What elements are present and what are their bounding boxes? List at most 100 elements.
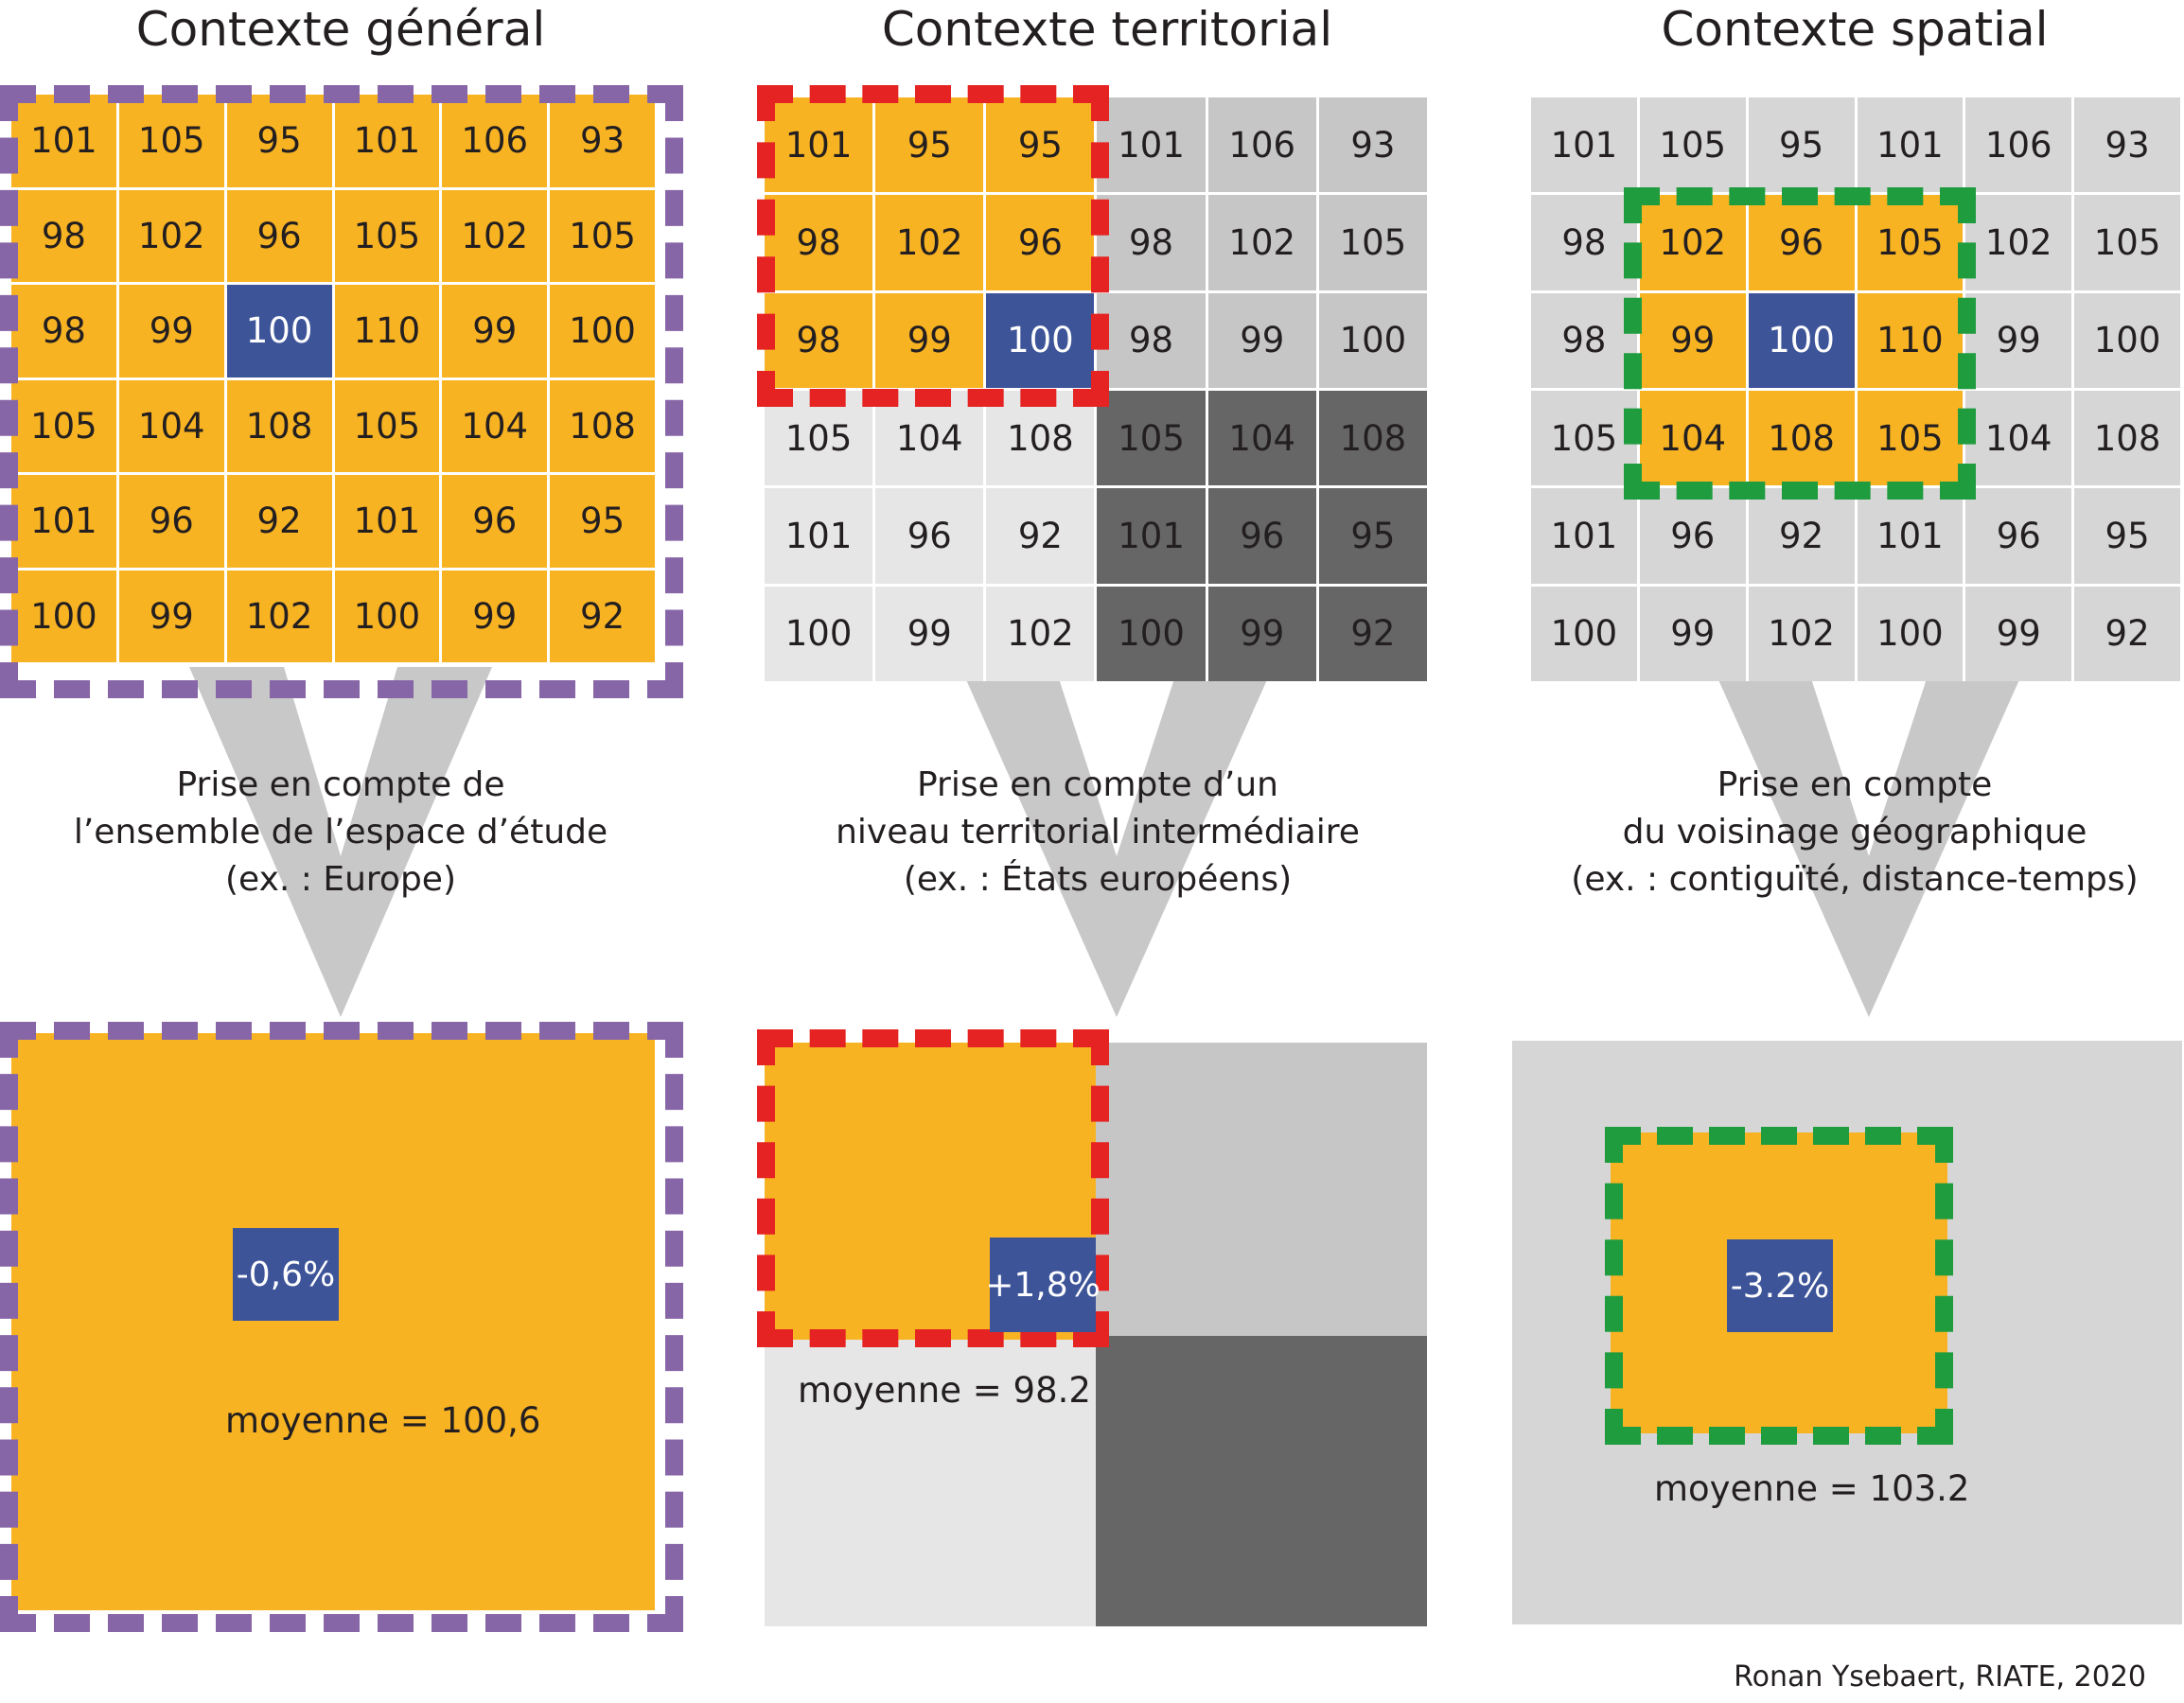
grid-cell: 102 [118,189,224,282]
funnel-arrow-general [189,667,492,1017]
grid-cell: 104 [442,379,548,472]
grid-cell: 105 [765,391,873,486]
grid-cell: 101 [765,97,873,193]
grid-cell: 105 [334,379,440,472]
grid-cell: 104 [1207,391,1316,486]
grid-cell: 101 [1857,488,1964,584]
caption-spatial-line2: du voisinage géographique [1622,813,2087,852]
grid-cell: 102 [1748,586,1855,681]
grid-cell: 96 [442,475,548,568]
grid-cell: 106 [442,95,548,187]
caption-territorial-line1: Prise en compte d’un [916,765,1278,804]
grid-cell: 96 [1639,488,1746,584]
zone-bottom-left [765,1340,1096,1626]
grid-cell: 99 [1965,292,2072,388]
grid-cell: 105 [550,189,655,282]
grid-cell: 105 [1857,195,1964,290]
title-contexte-general: Contexte général [135,2,546,57]
caption-general-line2: l’ensemble de l’espace d’étude [73,813,608,852]
grid-cell: 99 [118,285,224,377]
caption-general: Prise en compte de l’ensemble de l’espac… [47,762,634,904]
grid-cell: 96 [226,189,332,282]
funnel-arrow-spatial [1713,667,2025,1017]
grid-cell: 98 [1531,195,1637,290]
grid-cell: 92 [1318,586,1427,681]
grid-cell: 100 [765,586,873,681]
grid-cell: 98 [11,285,116,377]
grid-cell: 105 [1639,97,1746,193]
grid-cell: 92 [2074,586,2180,681]
caption-general-line1: Prise en compte de [176,765,505,804]
caption-spatial-line1: Prise en compte [1717,765,1993,804]
caption-spatial-line3: (ex. : contiguïté, distance-temps) [1571,860,2139,899]
grid-cell: 102 [226,570,332,662]
grid-cell: 105 [2074,195,2180,290]
grid-cell: 101 [1857,97,1964,193]
grid-cell: 96 [118,475,224,568]
grid-cell: 99 [875,292,984,388]
grid-cell: 92 [1748,488,1855,584]
grid-cell: 100 [550,285,655,377]
badge-spatial: -3.2% [1727,1239,1833,1332]
grid-cell: 99 [1639,586,1746,681]
caption-territorial-line3: (ex. : États européens) [903,860,1293,899]
grid-cell: 99 [1965,586,2072,681]
grid-cell: 101 [334,95,440,187]
grid-cell: 101 [11,95,116,187]
caption-territorial: Prise en compte d’un niveau territorial … [795,762,1400,904]
grid-cell: 99 [442,285,548,377]
grid-cell: 100 [1318,292,1427,388]
grid-cell: 99 [442,570,548,662]
grid-cell: 108 [986,391,1095,486]
grid-cell: 100 [226,285,332,377]
aggregate-general [11,1033,655,1610]
grid-cell: 105 [11,379,116,472]
grid-cell: 98 [1097,292,1206,388]
grid-cell: 108 [1748,391,1855,486]
grid-cell: 95 [1318,488,1427,584]
grid-cell: 100 [1857,586,1964,681]
grid-cell: 105 [1318,195,1427,290]
grid-cell: 105 [1097,391,1206,486]
grid-cell: 100 [2074,292,2180,388]
grid-cell: 102 [442,189,548,282]
grid-cell: 105 [1857,391,1964,486]
grid-cell: 108 [550,379,655,472]
grid-cell: 105 [334,189,440,282]
badge-territorial: +1,8% [985,1238,1101,1332]
grid-cell: 100 [11,570,116,662]
grid-cell: 96 [986,195,1095,290]
grid-cell: 99 [875,586,984,681]
grid-cell: 99 [118,570,224,662]
grid-cell: 100 [986,292,1095,388]
grid-cell: 104 [118,379,224,472]
grid-cell: 104 [875,391,984,486]
grid-cell: 95 [986,97,1095,193]
title-contexte-spatial: Contexte spatial [1661,2,2049,57]
grid-cell: 92 [986,488,1095,584]
grid-cell: 93 [1318,97,1427,193]
grid-cell: 101 [334,475,440,568]
grid-cell: 96 [875,488,984,584]
grid-cell: 98 [765,292,873,388]
grid-cell: 104 [1639,391,1746,486]
caption-general-line3: (ex. : Europe) [225,860,456,899]
mean-spatial: moyenne = 103.2 [1654,1468,1970,1509]
funnel-arrow-territorial [960,667,1273,1017]
grid-cell: 108 [226,379,332,472]
zone-bottom-right [1096,1336,1427,1626]
grid-cell: 92 [550,570,655,662]
grid-cell: 96 [1965,488,2072,584]
credit: Ronan Ysebaert, RIATE, 2020 [1734,1660,2146,1694]
grid-cell: 100 [1097,586,1206,681]
grid-cell: 99 [1207,292,1316,388]
grid-cell: 105 [118,95,224,187]
grid-cell: 95 [1748,97,1855,193]
grid-cell: 102 [1639,195,1746,290]
grid-cell: 106 [1207,97,1316,193]
grid-cell: 100 [1531,586,1637,681]
grid-cell: 98 [11,189,116,282]
